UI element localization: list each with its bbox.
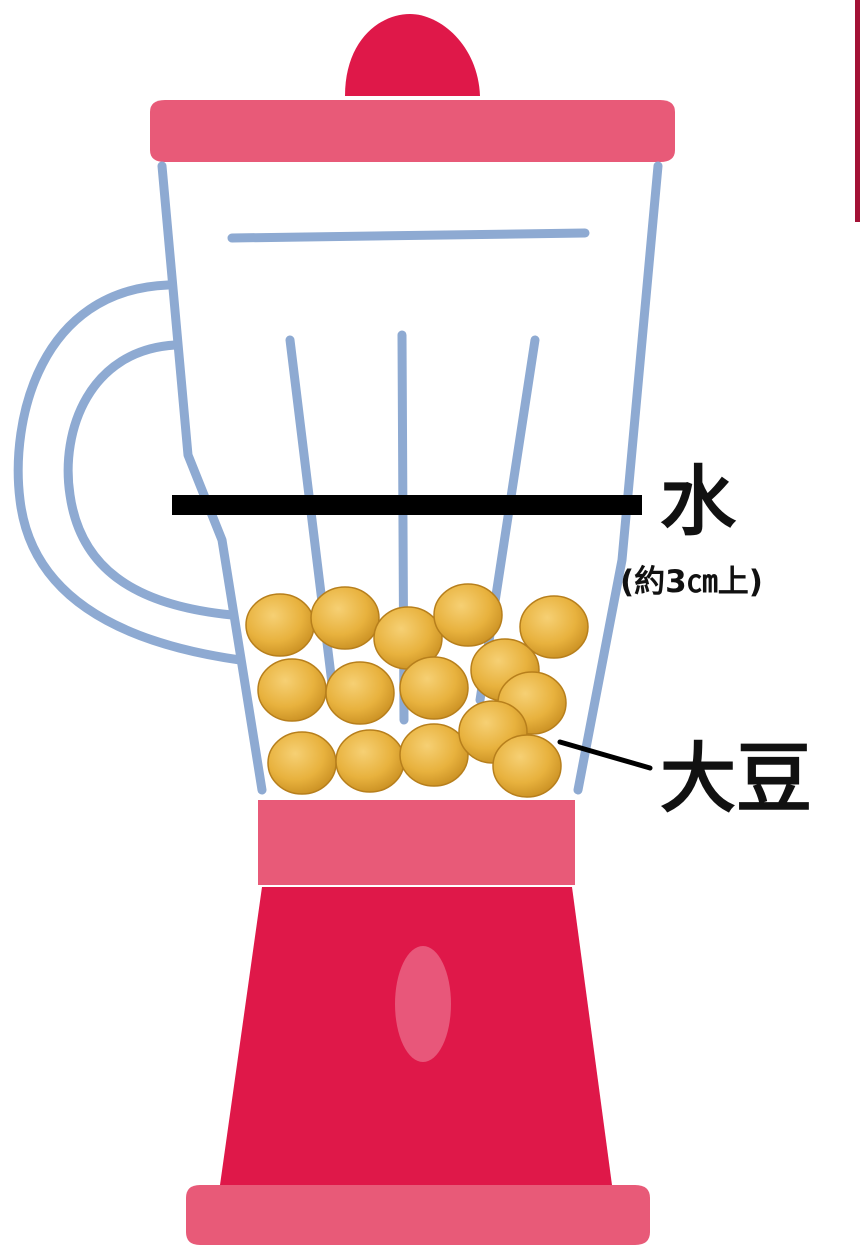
lid-knob — [345, 14, 480, 96]
power-button — [395, 946, 451, 1062]
frame-edge — [855, 0, 860, 222]
blender-handle — [13, 280, 245, 665]
soybean-icon — [492, 734, 562, 798]
soybean-icon — [519, 595, 589, 659]
soybean-icon — [399, 723, 469, 787]
soybean-icon — [325, 661, 395, 725]
soybean-icon — [310, 586, 380, 650]
water-note-label: (約3㎝上) — [620, 564, 763, 600]
blender-lid — [150, 100, 675, 162]
base-foot — [186, 1185, 650, 1245]
soybeans-label: 大豆 — [660, 734, 812, 823]
water-label: 水 — [660, 457, 737, 546]
soybean-icon — [399, 656, 469, 720]
water-level-line — [172, 495, 642, 515]
soybean-icon — [267, 731, 337, 795]
soybean-icon — [257, 658, 327, 722]
soybeans — [245, 583, 589, 798]
soybean-icon — [245, 593, 315, 657]
base-collar — [258, 800, 575, 885]
soybean-icon — [335, 729, 405, 793]
soybean-icon — [433, 583, 503, 647]
soybean-pointer — [557, 739, 653, 771]
